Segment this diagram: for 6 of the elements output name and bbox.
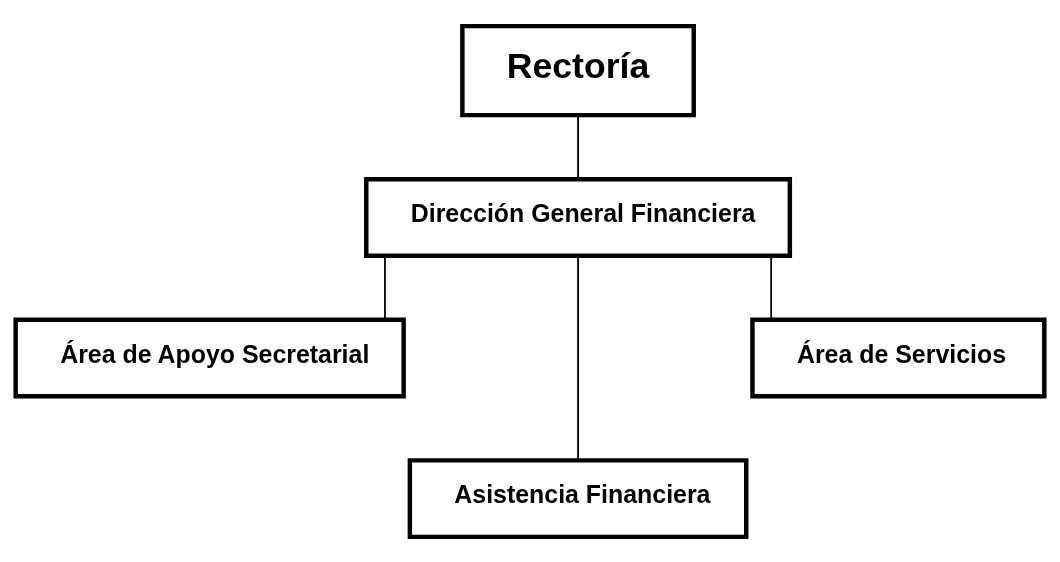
connector [577,114,579,180]
node-box: Área de Servicios [750,317,1047,398]
node-box: Rectoría [460,23,696,117]
node-box: Dirección General Financiera [364,176,793,258]
node-box: Asistencia Financiera [407,457,749,539]
node-box: Área de Apoyo Secretarial [13,317,406,398]
